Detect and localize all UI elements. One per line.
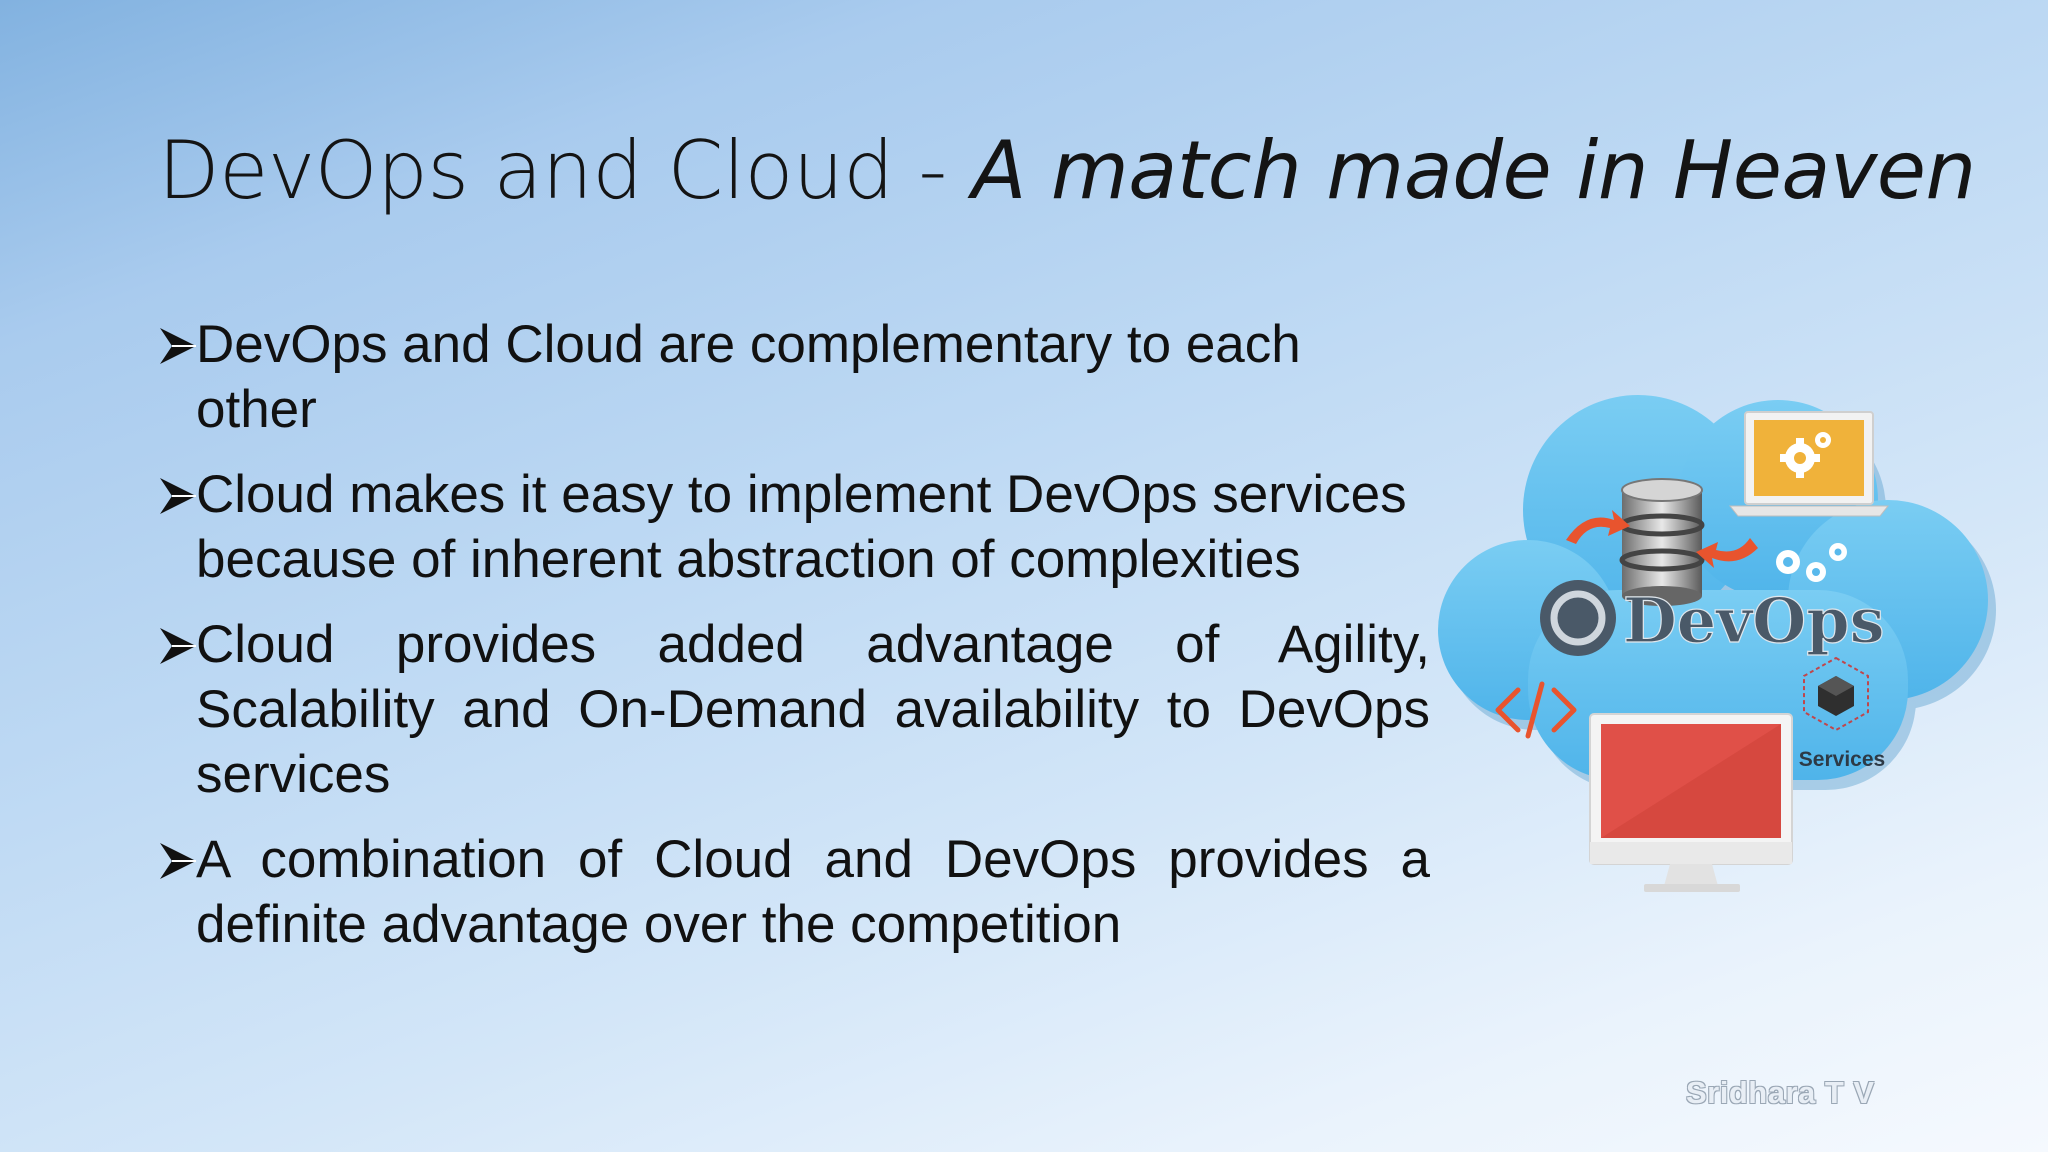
bullet-text: DevOps and Cloud are complementary to ea…	[196, 315, 1301, 439]
laptop-gear-icon	[1728, 411, 1890, 517]
cube-icon	[1803, 656, 1869, 732]
arrow-bullet-icon	[160, 328, 196, 364]
author-footer: Sridhara T V	[1686, 1075, 1875, 1110]
code-icon	[1495, 681, 1577, 739]
bullet-item: Cloud makes it easy to implement DevOps …	[158, 462, 1430, 592]
bullet-item: Cloud provides added advantage of Agilit…	[158, 612, 1430, 807]
slide-title: DevOps and Cloud - A match made in Heave…	[158, 118, 1976, 224]
services-label: Services	[1799, 748, 1885, 771]
bullet-item: DevOps and Cloud are complementary to ea…	[158, 312, 1430, 442]
gears-icon	[1776, 543, 1847, 582]
arrow-bullet-icon	[160, 478, 196, 514]
title-subtitle: A match made in Heaven	[971, 124, 1977, 217]
bullet-item: A combination of Cloud and DevOps provid…	[158, 827, 1430, 957]
bullet-text: A combination of Cloud and DevOps provid…	[196, 830, 1430, 954]
title-main: DevOps and Cloud -	[158, 124, 972, 217]
devops-logo-icon	[1540, 580, 1616, 656]
arrow-bullet-icon	[160, 843, 196, 879]
sync-arrows-icon	[1566, 510, 1758, 568]
devops-cloud-illustration: DevOps Services	[1438, 395, 1996, 892]
bullet-list: DevOps and Cloud are complementary to ea…	[158, 312, 1430, 977]
bullet-text: Cloud makes it easy to implement DevOps …	[196, 465, 1407, 589]
monitor-icon	[1589, 713, 1793, 892]
bullet-text: Cloud provides added advantage of Agilit…	[196, 615, 1430, 804]
database-icon	[1619, 478, 1705, 606]
arrow-bullet-icon	[160, 628, 196, 664]
devops-label: DevOps	[1623, 584, 1885, 657]
